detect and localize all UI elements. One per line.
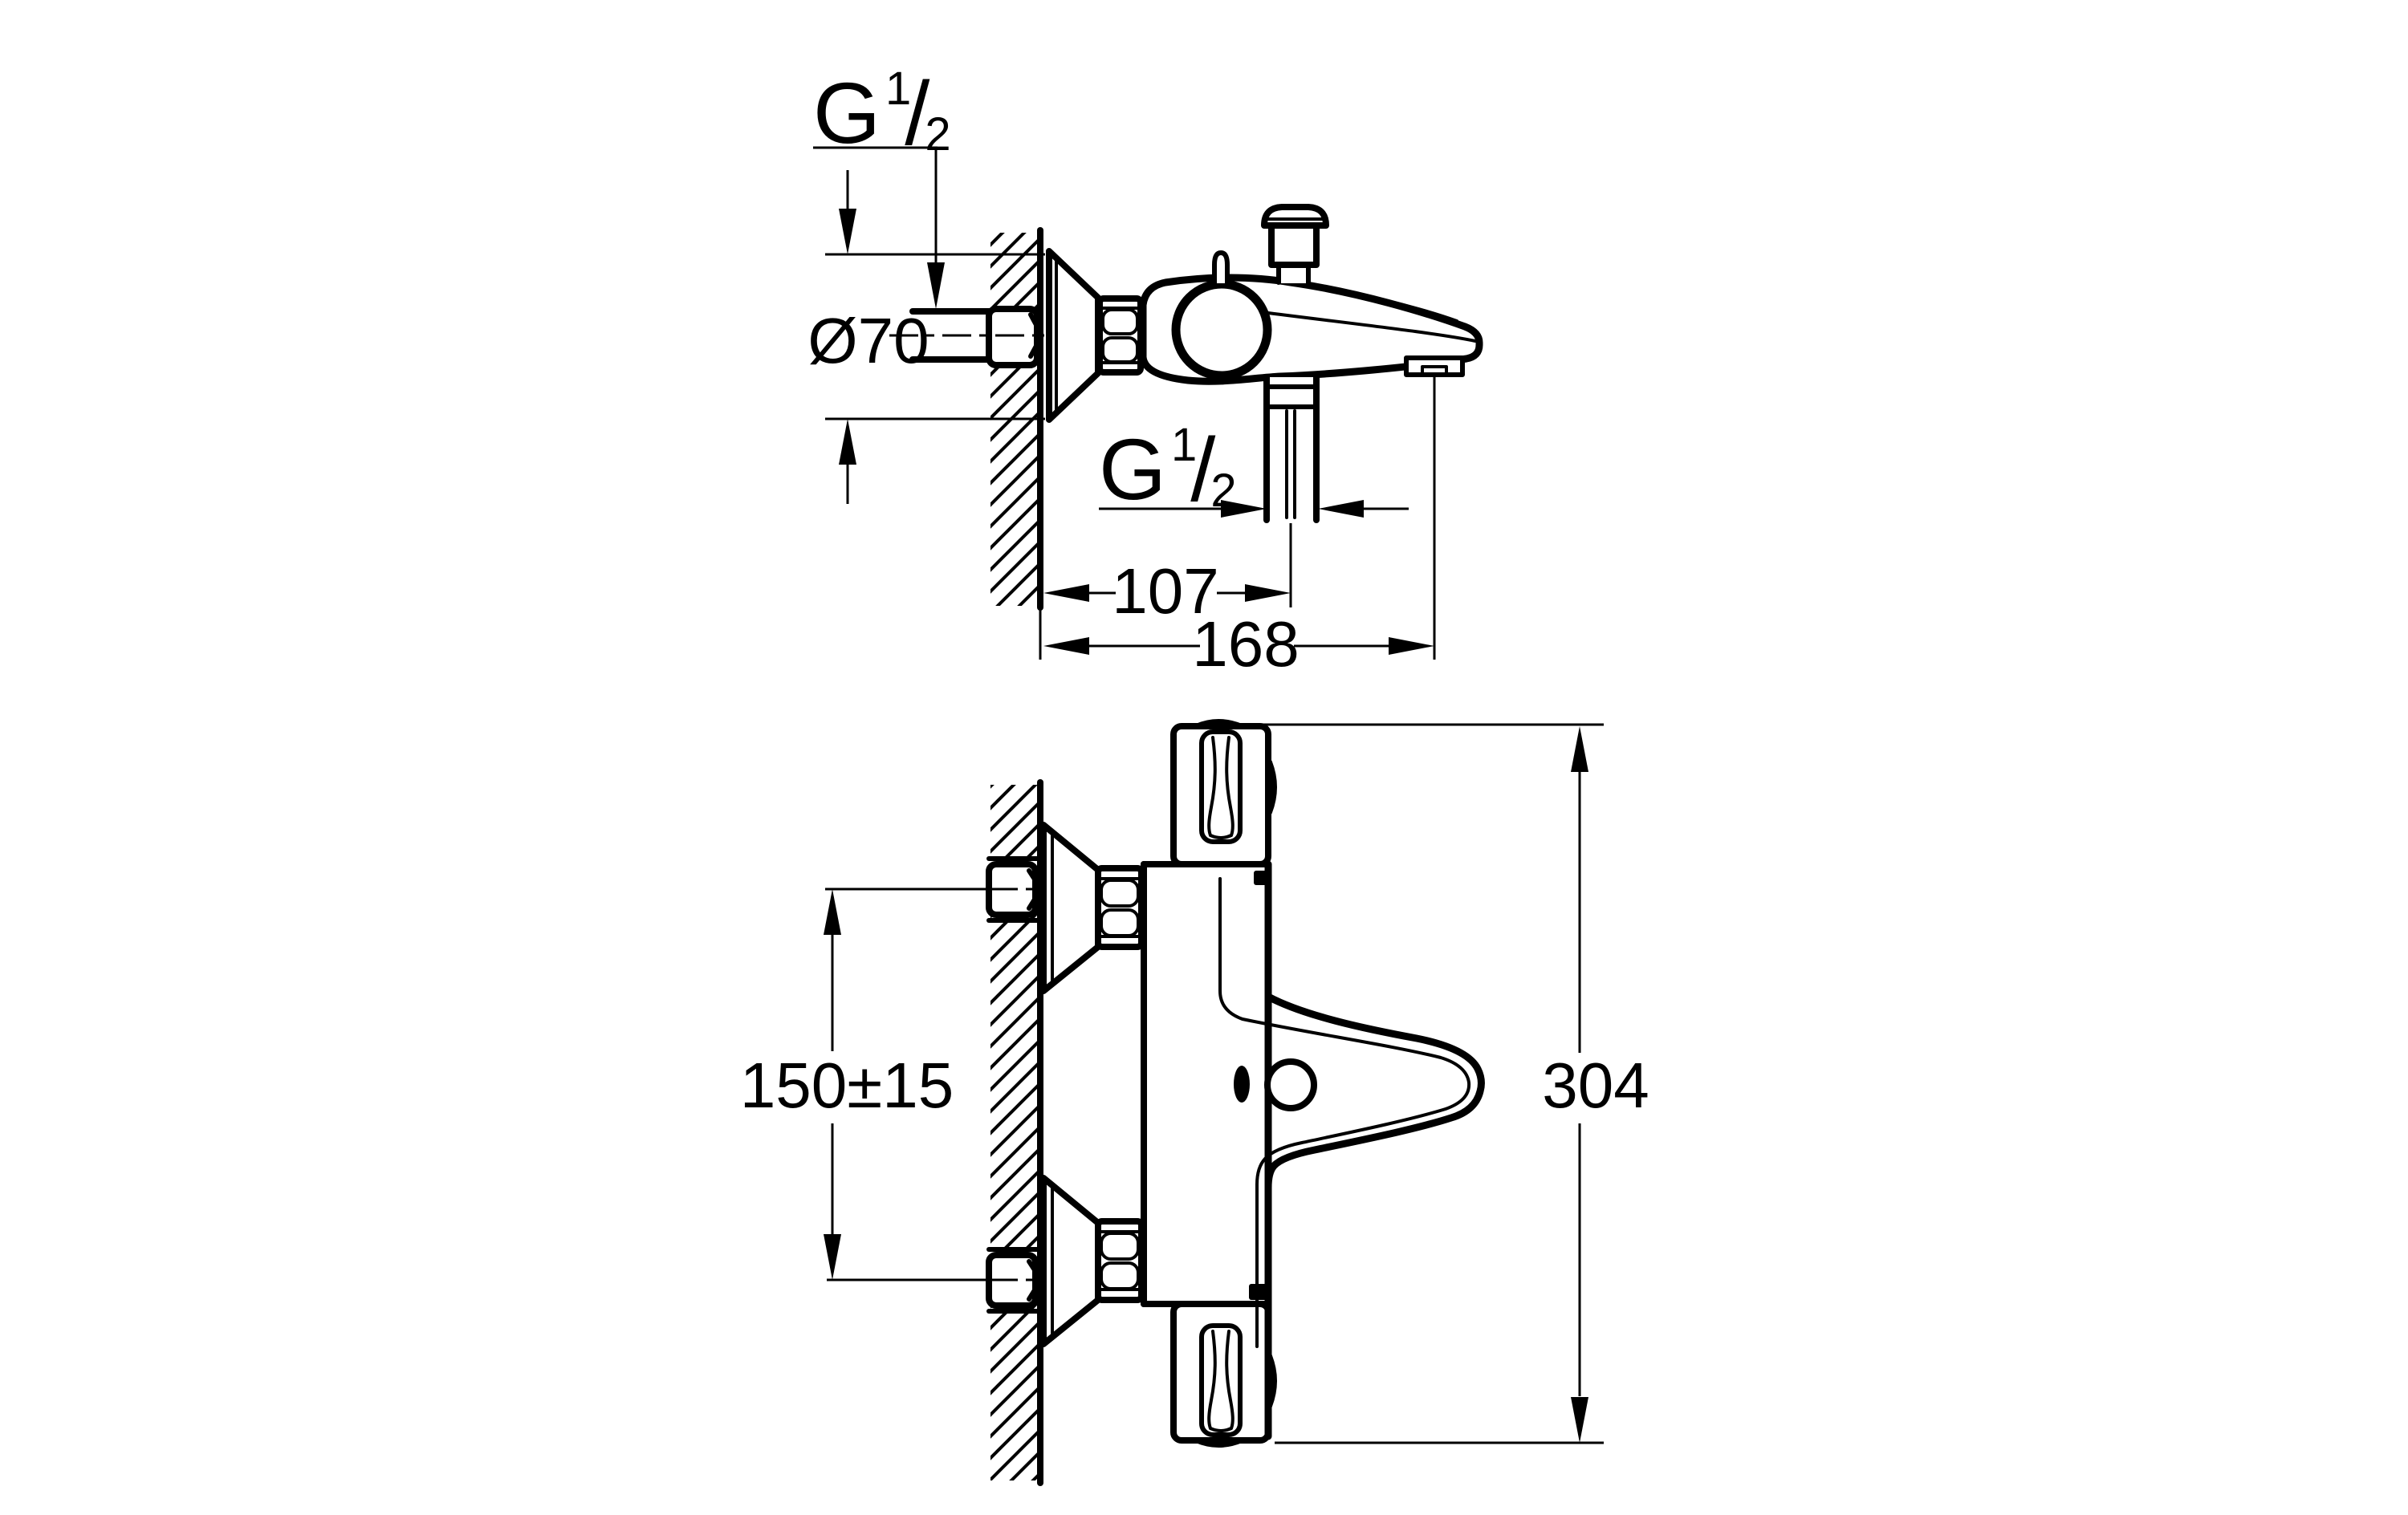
top-handle-grip-lens xyxy=(1207,736,1235,839)
dim107-arrow-left xyxy=(1043,584,1089,602)
front-body xyxy=(1141,860,1272,1307)
spout-button xyxy=(1234,1066,1250,1103)
bottom-handle-grip xyxy=(1199,1323,1243,1437)
outlet-thread-arrow-left xyxy=(1318,500,1364,518)
lower-nut-cell1 xyxy=(1100,1232,1140,1261)
upper-nut-cell1 xyxy=(1100,879,1140,908)
knob-cap xyxy=(1261,204,1329,229)
bottom-handle-grip-lens xyxy=(1207,1330,1235,1432)
union-cone xyxy=(1028,312,1044,359)
dia-arrow-down xyxy=(839,209,856,254)
bottom-handle xyxy=(1170,1301,1277,1448)
inlet-thread-arrow xyxy=(927,262,945,309)
dia-arrow-up xyxy=(839,419,856,465)
dim150-label: 150±15 xyxy=(740,1050,954,1121)
dim107-arrow-right xyxy=(1245,584,1291,602)
knob-stem-mask xyxy=(1281,265,1306,283)
dim168-arrow-left xyxy=(1043,637,1089,655)
thermostat-handle xyxy=(1171,279,1272,380)
dim-107: 107 xyxy=(1043,523,1292,627)
upper-union xyxy=(986,856,1043,923)
spout-hook-outline xyxy=(1264,993,1485,1440)
nut-cell-1 xyxy=(1101,308,1139,335)
front-body-contour xyxy=(1218,877,1244,1021)
dim304-label: 304 xyxy=(1542,1050,1649,1121)
outlet-circle xyxy=(1264,1058,1317,1111)
dim304-arrow-down xyxy=(1571,1397,1588,1443)
aerator-lip xyxy=(1421,365,1448,376)
top-handle-grip xyxy=(1199,729,1243,844)
escutcheon-top-view xyxy=(1046,248,1101,423)
nipple-mask xyxy=(1267,377,1316,520)
bottom-handle-cap xyxy=(1194,1438,1244,1448)
aerator xyxy=(1404,355,1465,377)
dim150-arrow-down xyxy=(824,1234,841,1280)
upper-edge-tab xyxy=(1254,871,1269,885)
lower-union xyxy=(986,1247,1043,1314)
lower-edge-tab xyxy=(1249,1284,1269,1300)
safety-stop-tab xyxy=(1212,250,1230,286)
hex-nut-top-view xyxy=(1096,295,1144,376)
front-spout xyxy=(1234,993,1485,1440)
top-handle-side-lens xyxy=(1266,759,1277,815)
front-view: 150±15 304 xyxy=(740,719,1649,1486)
spout-hook-inner xyxy=(1241,1017,1471,1348)
diverter-knob xyxy=(1261,204,1329,285)
dim150-arrow-up xyxy=(824,889,841,935)
lower-escutcheon xyxy=(1040,1175,1145,1347)
upper-escutcheon xyxy=(1040,822,1145,994)
dim304-arrow-up xyxy=(1571,726,1588,772)
escutcheon-cone xyxy=(1046,248,1101,423)
dim-168: 168 xyxy=(1039,377,1436,680)
union-body xyxy=(986,306,1040,368)
dim107-label: 107 xyxy=(1112,555,1218,627)
dim168-label: 168 xyxy=(1192,608,1299,680)
spout-top-highlight xyxy=(1309,286,1458,323)
outlet-thread-arrow-right xyxy=(1221,500,1267,518)
knob-cylinder xyxy=(1268,222,1320,268)
spout-mid-contour xyxy=(1267,311,1477,343)
wall-union xyxy=(889,306,1044,368)
top-handle xyxy=(1170,719,1277,867)
dim168-arrow-right xyxy=(1389,637,1434,655)
dim-304: 304 xyxy=(1246,723,1649,1444)
dim-150: 150±15 xyxy=(740,887,989,1281)
dia-label: Ø70 xyxy=(807,305,929,376)
dim-escutcheon-diameter: Ø70 xyxy=(807,170,1045,504)
shower-outlet-nipple xyxy=(1263,374,1320,523)
